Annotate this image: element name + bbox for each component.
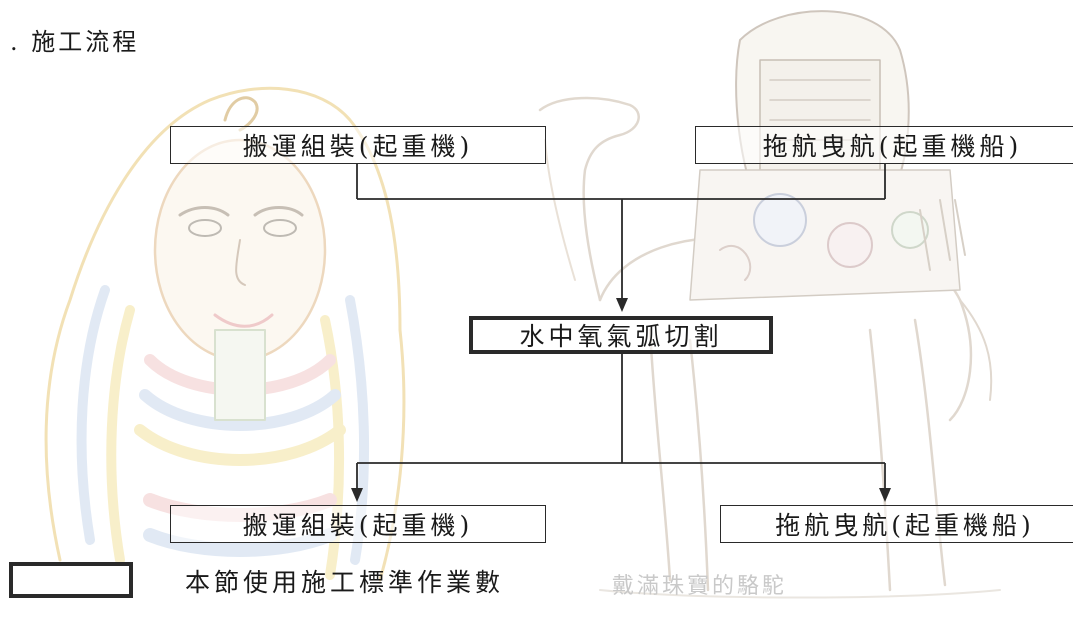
arrowhead-bottom-left <box>351 488 363 502</box>
pharaoh-mask-illustration <box>44 86 406 582</box>
flow-box-label: 拖航曳航(起重機船) <box>762 132 1023 161</box>
flow-box-bottom-left: 搬運組裝(起重機) <box>170 505 546 543</box>
flow-box-label: 搬運組裝(起重機) <box>242 511 474 540</box>
legend-swatch <box>9 562 133 598</box>
flow-box-top-left: 搬運組裝(起重機) <box>170 126 546 164</box>
flow-box-label: 水中氧氣弧切割 <box>519 322 723 351</box>
flow-box-label: 拖航曳航(起重機船) <box>775 511 1035 540</box>
arrowhead-bottom-right <box>879 488 891 502</box>
legend-label: 本節使用施工標準作業數 <box>185 568 505 597</box>
section-heading: . 施工流程 <box>10 28 140 56</box>
flow-box-center: 水中氧氣弧切割 <box>469 316 773 354</box>
artwork-caption: 戴滿珠寶的駱駝 <box>612 574 788 599</box>
arrowhead-center <box>616 298 628 312</box>
flow-box-bottom-right: 拖航曳航(起重機船) <box>720 505 1073 543</box>
flow-box-label: 搬運組裝(起重機) <box>242 132 474 161</box>
flow-box-top-right: 拖航曳航(起重機船) <box>695 126 1073 164</box>
